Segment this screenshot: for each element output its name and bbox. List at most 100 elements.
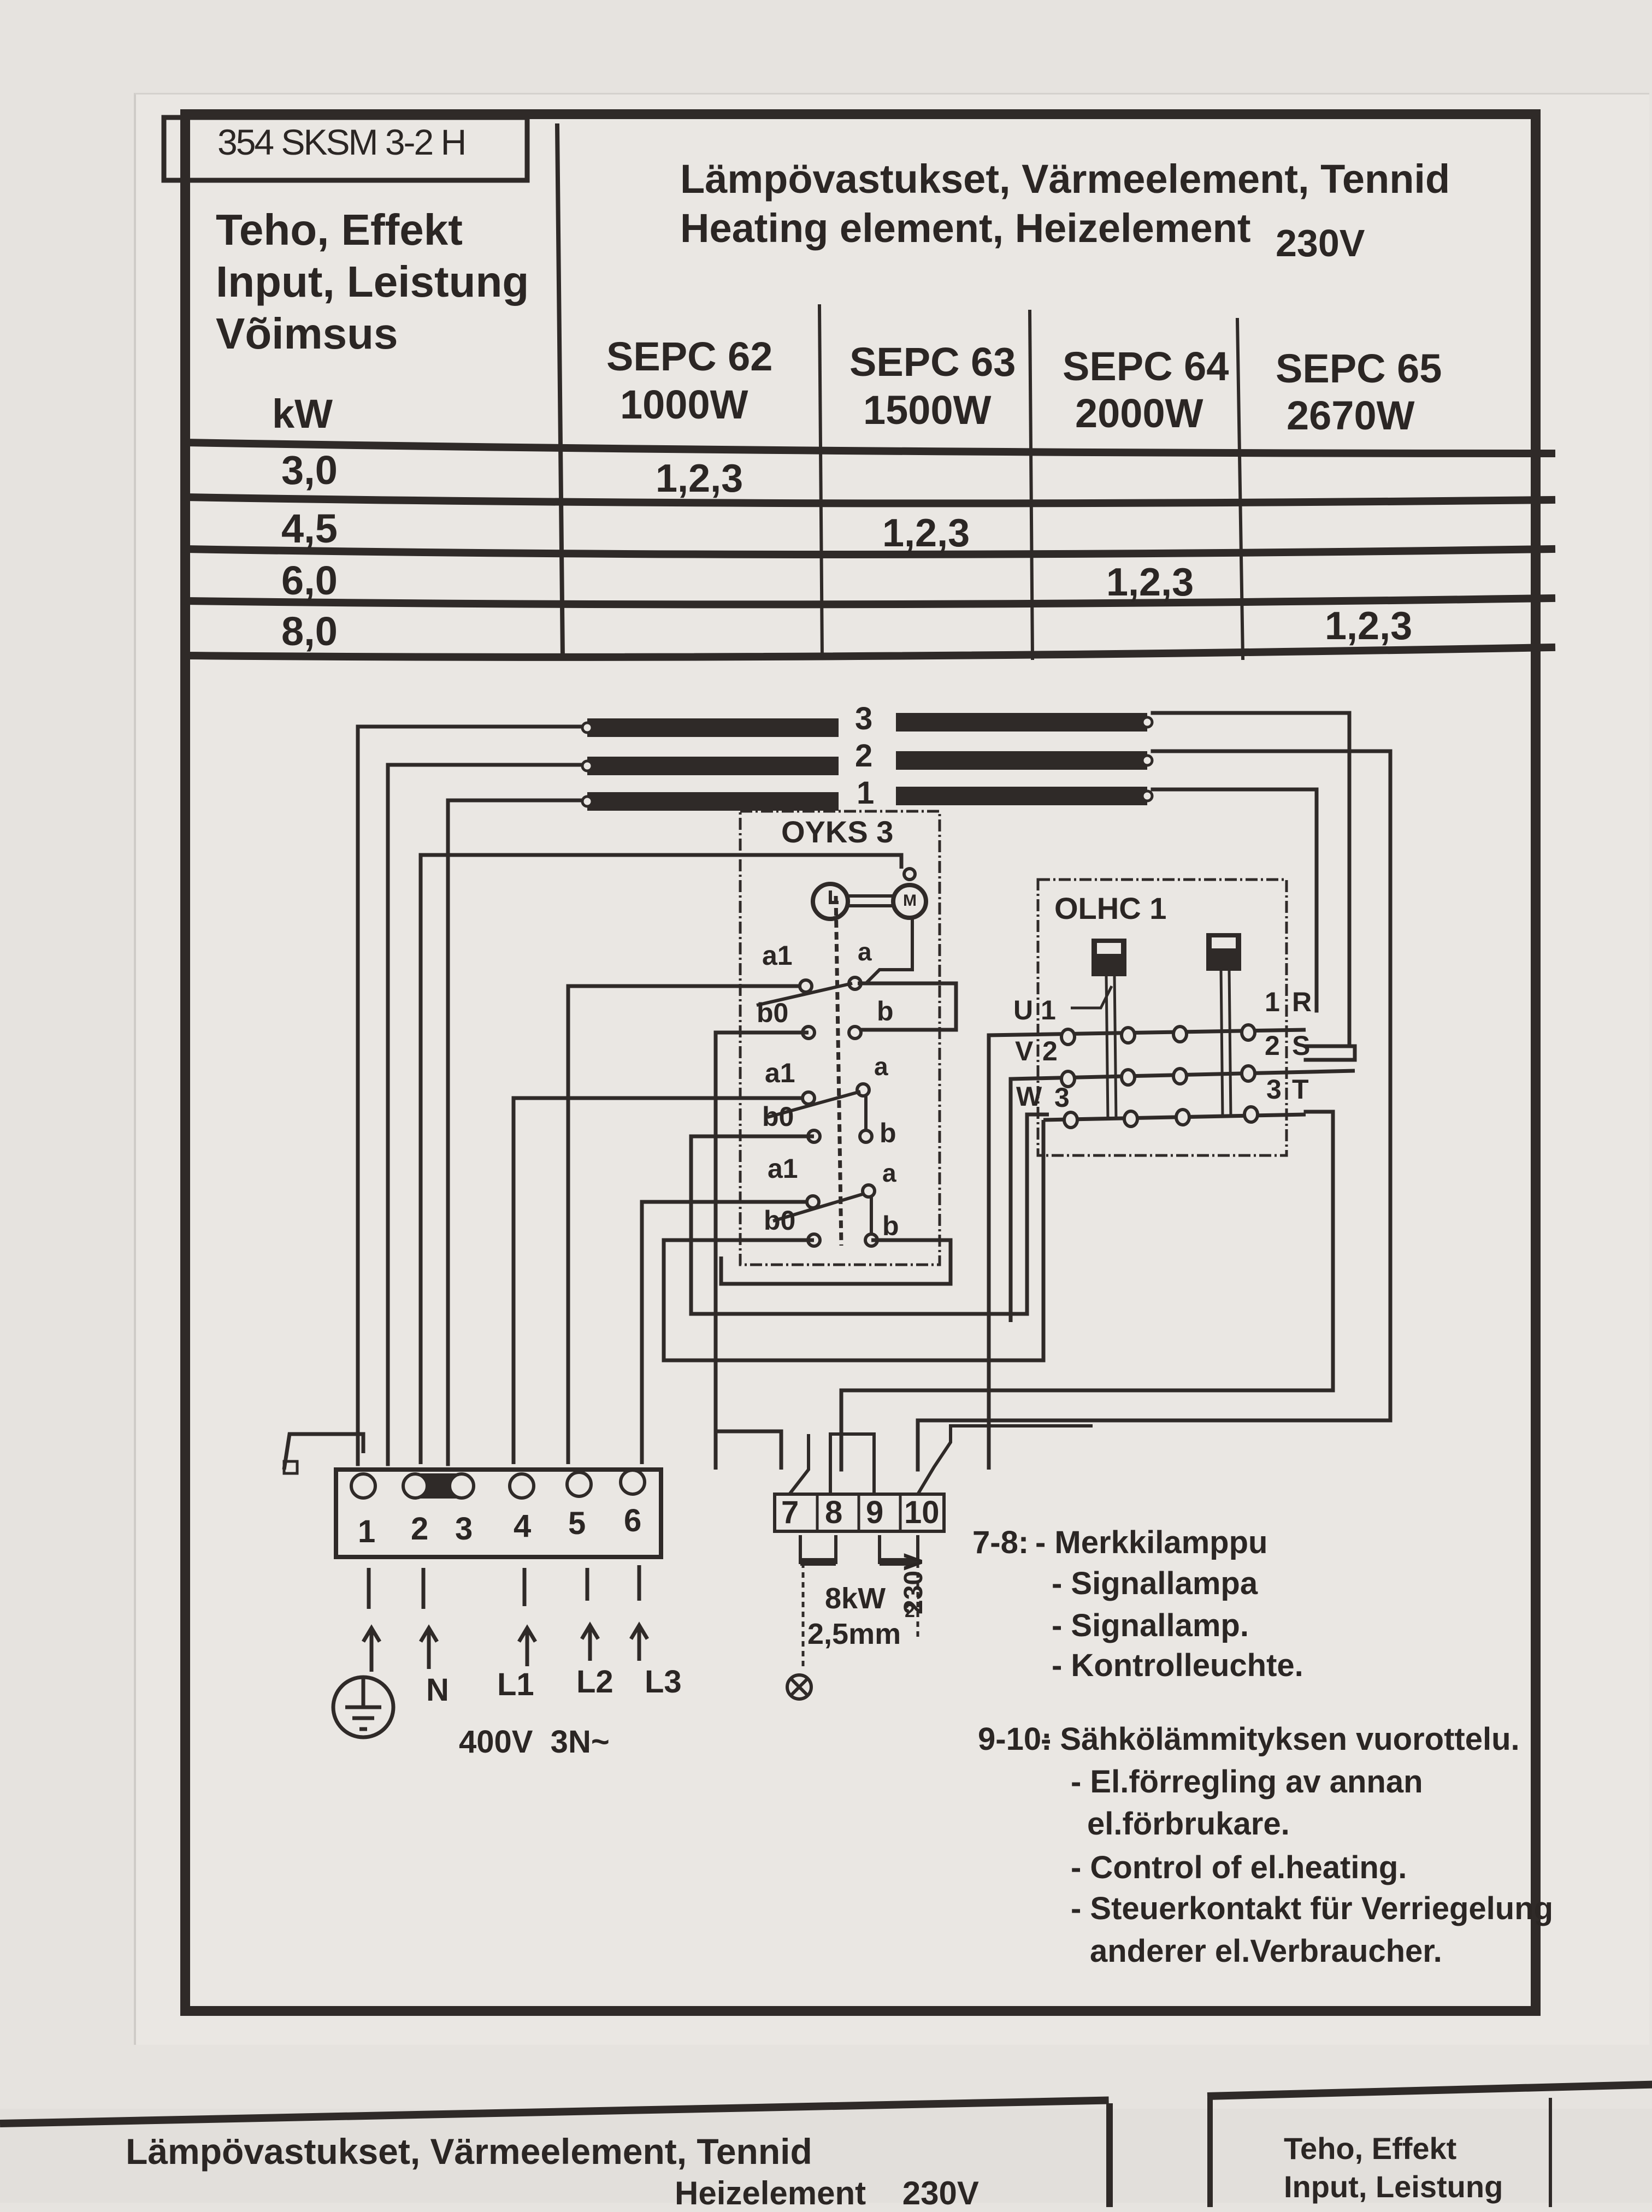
overload-W: W xyxy=(1016,1081,1042,1112)
contact-b0-3: b0 xyxy=(764,1205,796,1236)
col-model-2: SEPC 63 xyxy=(849,339,1016,385)
document-frame xyxy=(180,109,1541,2016)
row-kw-4: 8,0 xyxy=(281,609,338,654)
terminal-4: 4 xyxy=(514,1508,532,1544)
contact-a-2: a xyxy=(874,1052,888,1081)
overload-label: OLHC 1 xyxy=(1054,891,1167,925)
element-bar-2-right xyxy=(896,751,1147,770)
model-code-box xyxy=(161,115,530,183)
signal-lamp-icon xyxy=(786,1673,813,1701)
note-910-item-4: - Control of el.heating. xyxy=(1071,1850,1407,1885)
note-78-item-3: - Signallamp. xyxy=(1052,1608,1249,1643)
overload-contacts xyxy=(1060,1023,1259,1129)
supply-L2: L2 xyxy=(576,1664,613,1700)
aux-voltage: 230V xyxy=(899,1553,928,1614)
next-page-power-line1: Teho, Effekt xyxy=(1284,2131,1457,2166)
terminal-screws xyxy=(350,1468,646,1500)
table-divider-col4 xyxy=(1235,317,1245,660)
switch-label: OYKS 3 xyxy=(781,815,894,849)
switch-box-outline xyxy=(739,810,941,1266)
contact-a1-2: a1 xyxy=(765,1058,795,1088)
contact-b-2: b xyxy=(880,1118,896,1148)
terminal-2: 2 xyxy=(411,1511,429,1547)
overload-R: R xyxy=(1292,987,1312,1017)
supply-voltage: 400V 3N~ xyxy=(459,1724,610,1760)
element-bar-3-right xyxy=(896,713,1147,732)
overload-box-outline xyxy=(1036,878,1288,1157)
aux-cable-sup: 2 xyxy=(905,1601,915,1621)
overload-V-num: 2 xyxy=(1042,1036,1058,1066)
contact-b-3: b xyxy=(882,1211,899,1241)
contact-a1-1: a1 xyxy=(762,940,793,971)
element-voltage: 230V xyxy=(1276,222,1365,264)
col-wattage-1: 1000W xyxy=(620,382,748,427)
element-label-1: 1 xyxy=(857,775,875,811)
supply-lines xyxy=(367,1565,641,1609)
next-page-frame-left xyxy=(1207,2098,1213,2207)
note-910-item-3: el.förbrukare. xyxy=(1087,1806,1290,1842)
table-row-line xyxy=(181,643,1556,661)
contact-a-3: a xyxy=(882,1159,896,1187)
power-header-line1: Teho, Effekt xyxy=(216,205,463,254)
timer-icon xyxy=(811,882,850,921)
aux-cable: 2,5mm xyxy=(807,1618,901,1650)
contact-b0-1: b0 xyxy=(757,998,789,1028)
overload-S-num: 2 xyxy=(1265,1030,1280,1061)
model-code: 354 SKSM 3-2 H xyxy=(217,122,467,162)
unit-label: kW xyxy=(272,391,333,436)
motor-icon xyxy=(891,883,928,920)
overload-U-num: 1 xyxy=(1041,995,1056,1025)
row-4-cell-4: 1,2,3 xyxy=(1325,604,1413,648)
row-kw-3: 6,0 xyxy=(281,558,338,603)
aux-power: 8kW xyxy=(825,1582,886,1615)
col-wattage-2: 1500W xyxy=(863,387,992,433)
contact-b-1: b xyxy=(877,996,894,1027)
row-kw-2: 4,5 xyxy=(281,506,338,551)
heating-elements xyxy=(587,713,1147,811)
note-78-item-2: - Signallampa xyxy=(1052,1566,1258,1601)
col-model-4: SEPC 65 xyxy=(1276,346,1442,391)
contact-a1-3: a1 xyxy=(768,1153,798,1184)
element-bar-3-left xyxy=(587,718,839,737)
next-page-power-line2: Input, Leistung xyxy=(1284,2169,1503,2204)
contact-b0-2: b0 xyxy=(762,1101,794,1132)
element-label-2: 2 xyxy=(855,738,873,774)
overload-V: V xyxy=(1015,1036,1034,1066)
table-row-line xyxy=(181,438,1556,458)
element-label-3: 3 xyxy=(855,701,873,736)
supply-N: N xyxy=(426,1672,449,1708)
supply-L1: L1 xyxy=(497,1667,534,1702)
overload-U: U xyxy=(1013,995,1034,1025)
aux-terminal-8: 8 xyxy=(825,1495,843,1530)
row-1-cell-1: 1,2,3 xyxy=(656,457,744,500)
note-910-label: 9-10: xyxy=(978,1721,1052,1757)
next-page-strip: Lämpövastukset, Värmeelement, Tennid Hei… xyxy=(0,2080,1652,2211)
power-header-line2: Input, Leistung xyxy=(216,257,529,306)
note-78-label: 7-8: xyxy=(972,1525,1029,1560)
col-model-1: SEPC 62 xyxy=(606,334,773,379)
row-2-cell-2: 1,2,3 xyxy=(882,511,970,555)
element-bar-1-right xyxy=(896,787,1147,805)
power-header-line3: Võimsus xyxy=(216,309,398,358)
main-terminal-block xyxy=(334,1467,663,1559)
table-row-line xyxy=(181,594,1556,609)
next-page-title: Lämpövastukset, Värmeelement, Tennid xyxy=(126,2131,812,2172)
supply-L3: L3 xyxy=(645,1664,682,1700)
note-78-item-4: - Kontrolleuchte. xyxy=(1052,1648,1303,1683)
next-page-subtitle: Heizelement 230V xyxy=(675,2175,979,2211)
aux-terminal-9: 9 xyxy=(866,1495,884,1530)
terminal-3: 3 xyxy=(455,1511,473,1547)
aux-terminal-7: 7 xyxy=(781,1495,799,1530)
overload-T: T xyxy=(1292,1074,1309,1105)
overload-W-num: 3 xyxy=(1054,1082,1070,1113)
table-row-line xyxy=(181,545,1556,558)
earth-icon xyxy=(331,1675,396,1739)
note-78-item-1: - Merkkilamppu xyxy=(1035,1525,1268,1560)
col-wattage-3: 2000W xyxy=(1075,391,1203,436)
supply-arrows xyxy=(361,1621,650,1672)
table-row-line xyxy=(181,493,1556,508)
contact-a-1: a xyxy=(858,937,872,966)
element-title-line2: Heating element, Heizelement xyxy=(680,205,1251,251)
overload-T-num: 3 xyxy=(1266,1074,1282,1105)
